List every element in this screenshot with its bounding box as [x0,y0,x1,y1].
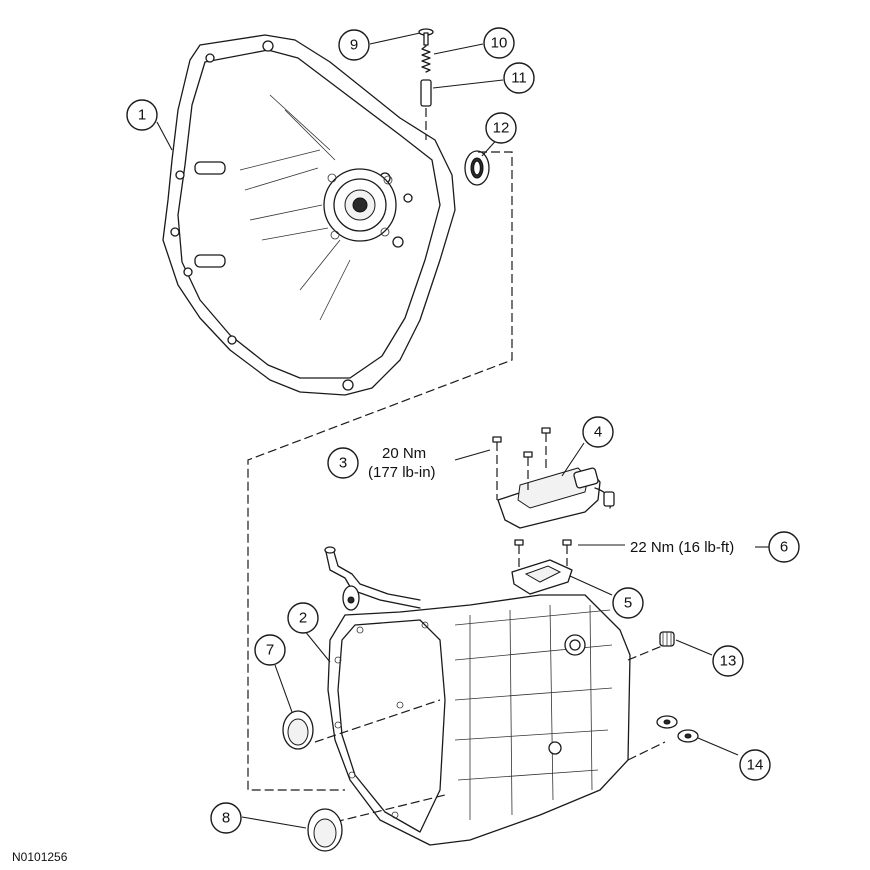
callout-9: 9 [338,29,370,61]
svg-text:12: 12 [493,120,510,137]
svg-text:14: 14 [747,757,764,774]
callout-7: 7 [254,634,286,666]
callout-6: 6 [768,531,800,563]
detent-plunger [420,79,432,140]
callout-1: 1 [126,99,158,131]
alignment-dashed-line [247,151,513,791]
torque-spec-6: 22 Nm (16 lb-ft) [630,539,734,556]
callout-11: 11 [503,62,535,94]
svg-text:3: 3 [339,455,347,472]
cover-bolt [541,427,551,470]
fill-plug-13 [659,631,675,647]
cover-bolt [523,451,533,490]
seal-8 [307,808,343,852]
callout-8: 8 [210,802,242,834]
callout-5: 5 [612,587,644,619]
svg-text:4: 4 [594,424,602,441]
callout-3: 3 [327,447,359,479]
svg-text:6: 6 [780,539,788,556]
callout-2: 2 [287,602,319,634]
shift-plate [511,539,573,595]
svg-text:9: 9 [350,37,358,54]
callout-14: 14 [739,749,771,781]
torque-spec-3-imperial: (177 lb-in) [368,464,436,481]
shift-cover-assembly [492,427,615,529]
svg-text:2: 2 [299,610,307,627]
svg-text:5: 5 [624,595,632,612]
clutch-housing [162,34,456,396]
callout-4: 4 [582,416,614,448]
seal-12 [464,150,490,186]
washer-14 [656,715,699,743]
torque-spec-3-metric: 20 Nm [382,445,426,462]
svg-text:1: 1 [138,107,146,124]
detent-plug-bolt [418,28,434,46]
figure-id: N0101256 [12,850,68,864]
svg-text:11: 11 [511,70,527,87]
callout-10: 10 [483,27,515,59]
detent-spring [421,45,431,73]
callout-13: 13 [712,645,744,677]
cover-bolt [492,436,502,500]
svg-text:10: 10 [491,35,508,52]
transmission-case [314,594,666,846]
breather-tube [324,546,421,611]
svg-text:7: 7 [266,642,274,659]
callout-12: 12 [485,112,517,144]
plate-bolt [514,539,524,570]
svg-text:13: 13 [720,653,737,670]
seal-7 [282,710,314,750]
svg-text:8: 8 [222,810,230,827]
plate-bolt [562,539,572,566]
